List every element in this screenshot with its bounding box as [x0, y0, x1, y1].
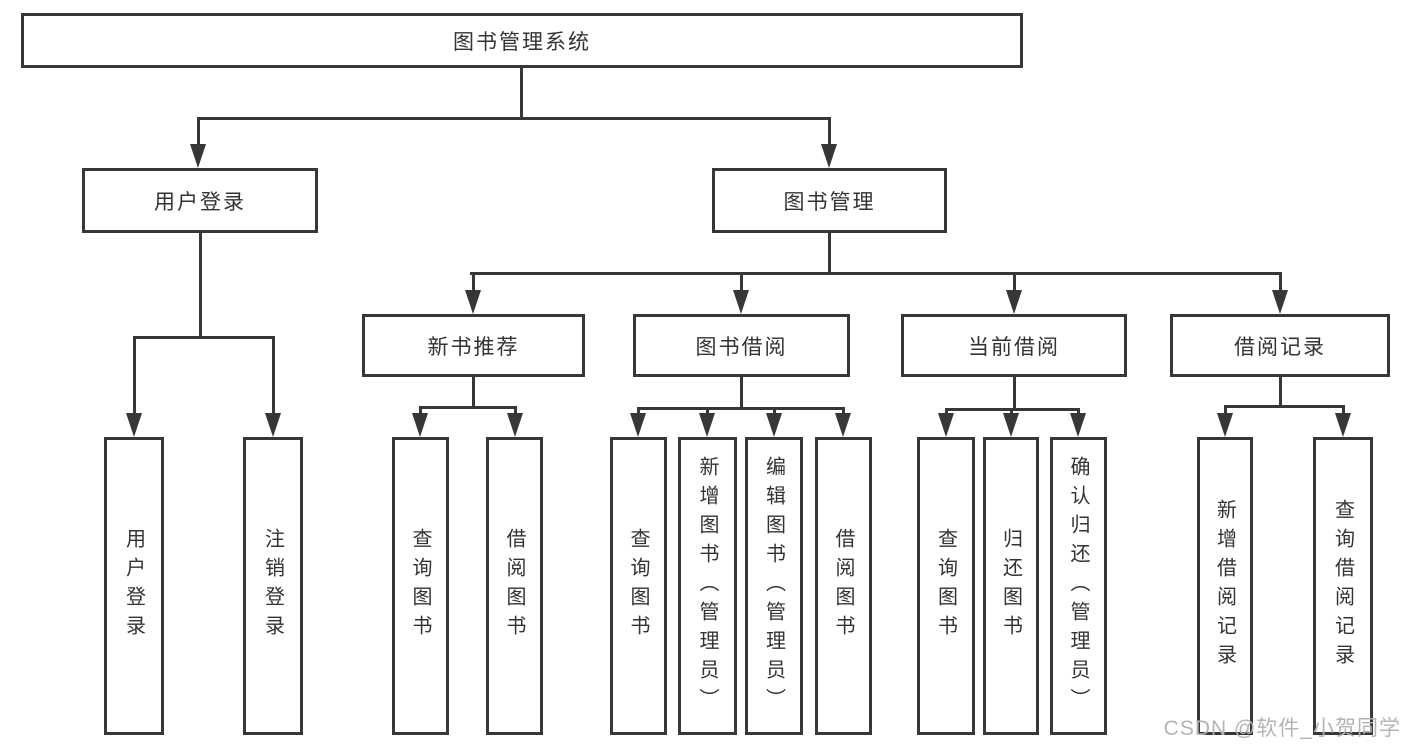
connector-drop-borrow-records	[1279, 272, 1282, 294]
node-leaf-user-login-label: 用户登录	[122, 528, 145, 644]
connector-drop-book-management	[828, 117, 831, 150]
node-leaf-add-books-admin-label: 新增图书（管理员）	[696, 455, 718, 717]
arrow-down-icon	[1070, 413, 1086, 437]
node-leaf-return-books-label: 归还图书	[999, 528, 1022, 644]
connector-drop-book-borrow	[740, 272, 743, 294]
node-leaf-query-books-current: 查询图书	[917, 437, 975, 735]
arrow-down-icon	[630, 413, 646, 437]
node-leaf-borrow-books: 借阅图书	[815, 437, 872, 735]
connector-user-login-stem	[199, 233, 202, 339]
connector-book-borrow-stem	[740, 377, 743, 409]
node-leaf-add-borrow-record: 新增借阅记录	[1197, 437, 1253, 735]
node-leaf-edit-books-admin: 编辑图书（管理员）	[745, 437, 803, 735]
node-leaf-query-borrow-record-label: 查询借阅记录	[1331, 499, 1354, 673]
connector-user-login-split	[133, 336, 275, 339]
connector-drop	[419, 406, 422, 417]
connector-drop-leaf-user-login	[133, 336, 136, 417]
node-leaf-return-books: 归还图书	[983, 437, 1039, 735]
node-leaf-query-books-recommend: 查询图书	[392, 437, 449, 735]
arrow-down-icon	[821, 144, 837, 168]
node-borrow-records-label: 借阅记录	[1234, 335, 1326, 359]
node-leaf-borrow-books-label: 借阅图书	[832, 528, 854, 644]
node-leaf-query-books-current-label: 查询图书	[934, 528, 957, 644]
node-leaf-logout-login-label: 注销登录	[261, 528, 284, 644]
node-current-borrow: 当前借阅	[901, 314, 1127, 377]
connector-drop-current-borrow	[1013, 272, 1016, 294]
connector-borrow-records-split	[1224, 405, 1345, 408]
arrow-down-icon	[265, 413, 281, 437]
node-new-book-recommend-label: 新书推荐	[427, 335, 520, 359]
arrow-down-icon	[1217, 413, 1233, 437]
arrow-down-icon	[1272, 290, 1288, 314]
connector-drop	[842, 407, 845, 417]
node-borrow-records: 借阅记录	[1170, 314, 1390, 377]
arrow-down-icon	[938, 413, 954, 437]
connector-drop	[1010, 408, 1013, 417]
connector-book-borrow-split	[637, 407, 845, 410]
connector-drop	[773, 407, 776, 417]
connector-drop	[1077, 408, 1080, 417]
connector-drop	[514, 406, 517, 417]
watermark: CSDN @软件_小贺同学	[1163, 717, 1401, 740]
connector-root-stem	[520, 68, 523, 117]
node-book-management-label: 图书管理	[783, 190, 876, 214]
node-leaf-borrow-books-recommend: 借阅图书	[486, 437, 543, 735]
arrow-down-icon	[699, 413, 715, 437]
node-book-borrow-label: 图书借阅	[695, 335, 788, 359]
connector-new-book-stem	[472, 377, 475, 408]
connector-drop-new-book-recommend	[472, 272, 475, 294]
node-leaf-confirm-return-admin: 确认归还（管理员）	[1050, 437, 1107, 735]
node-book-management: 图书管理	[712, 168, 947, 233]
connector-root-split	[197, 117, 831, 120]
connector-drop	[637, 407, 640, 417]
node-leaf-query-books-borrow-label: 查询图书	[627, 528, 649, 644]
node-leaf-add-books-admin: 新增图书（管理员）	[678, 437, 737, 735]
connector-drop	[706, 407, 709, 417]
connector-new-book-split	[419, 406, 517, 409]
arrow-down-icon	[465, 290, 481, 314]
arrow-down-icon	[766, 413, 782, 437]
connector-book-management-stem	[828, 233, 831, 275]
connector-drop	[945, 408, 948, 417]
node-new-book-recommend: 新书推荐	[362, 314, 585, 377]
arrow-down-icon	[190, 144, 206, 168]
arrow-down-icon	[835, 413, 851, 437]
arrow-down-icon	[126, 413, 142, 437]
node-root-label: 图书管理系统	[453, 30, 591, 54]
connector-drop	[1342, 405, 1345, 417]
node-leaf-logout-login: 注销登录	[243, 437, 303, 735]
node-root: 图书管理系统	[21, 13, 1023, 68]
arrow-down-icon	[1335, 413, 1351, 437]
node-user-login-label: 用户登录	[154, 190, 246, 214]
node-leaf-confirm-return-admin-label: 确认归还（管理员）	[1067, 455, 1089, 717]
node-leaf-add-borrow-record-label: 新增借阅记录	[1213, 499, 1236, 673]
arrow-down-icon	[507, 413, 523, 437]
arrow-down-icon	[733, 290, 749, 314]
connector-book-management-split	[470, 272, 1282, 275]
connector-drop	[1224, 405, 1227, 417]
node-leaf-user-login: 用户登录	[104, 437, 164, 735]
connector-drop-user-login	[197, 117, 200, 150]
node-leaf-query-books-borrow: 查询图书	[610, 437, 667, 735]
arrow-down-icon	[412, 413, 428, 437]
node-leaf-borrow-books-recommend-label: 借阅图书	[503, 528, 525, 644]
node-leaf-edit-books-admin-label: 编辑图书（管理员）	[762, 455, 785, 717]
arrow-down-icon	[1006, 290, 1022, 314]
arrow-down-icon	[1003, 413, 1019, 437]
node-user-login: 用户登录	[82, 168, 318, 233]
node-leaf-query-borrow-record: 查询借阅记录	[1313, 437, 1373, 735]
connector-drop-leaf-logout	[272, 336, 275, 417]
node-leaf-query-books-recommend-label: 查询图书	[409, 528, 431, 644]
node-book-borrow: 图书借阅	[633, 314, 850, 377]
node-current-borrow-label: 当前借阅	[968, 335, 1060, 359]
connector-borrow-records-stem	[1279, 377, 1282, 407]
connector-current-borrow-stem	[1013, 377, 1016, 410]
